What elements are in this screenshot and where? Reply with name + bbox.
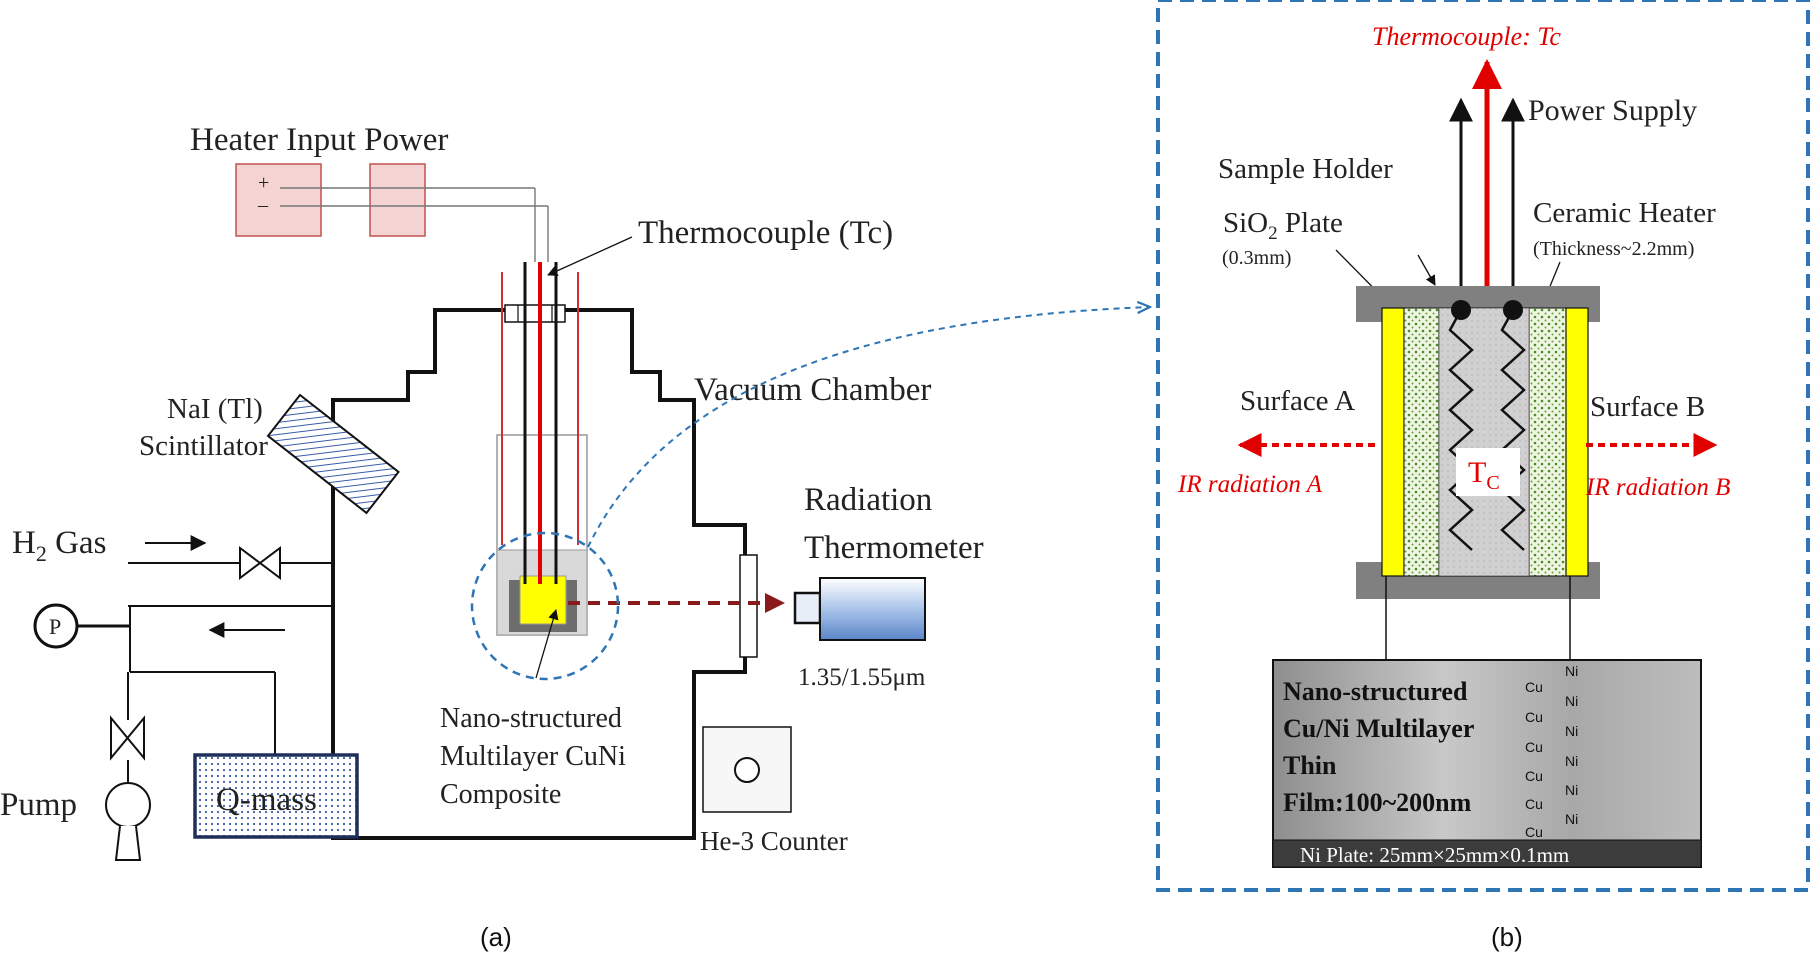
sample-holder-callout (1417, 254, 1436, 286)
ni-label-6: Ni (1565, 811, 1578, 827)
h2-gas-label: H2 Gas (12, 525, 106, 566)
ni-label-4: Ni (1565, 753, 1578, 769)
h2-main: H (12, 525, 36, 561)
holder-bottom-lip-left (1356, 562, 1382, 576)
radiation-thermometer-icon (819, 577, 926, 641)
sio2-sub: 2 (1268, 223, 1278, 244)
heater-power-supply: + – (235, 163, 549, 262)
cu-label-3: Cu (1525, 739, 1543, 755)
ceramic-thickness-label: (Thickness~2.2mm) (1533, 238, 1694, 260)
ceramic-heater-label: Ceramic Heater (1533, 197, 1716, 229)
sample-holder-label: Sample Holder (1218, 153, 1393, 185)
ni-label-3: Ni (1565, 723, 1578, 739)
multilayer-film-image (1272, 659, 1702, 868)
ni-plate-label: Ni Plate: 25mm×25mm×0.1mm (1300, 843, 1569, 867)
tc-main: T (1468, 456, 1486, 489)
pump-icon (105, 782, 151, 828)
h2-sub: 2 (36, 541, 47, 566)
viewport-window (739, 554, 758, 658)
sio2-plate-left (1403, 307, 1440, 577)
sample-label-line1: Nano-structured (440, 703, 622, 734)
surface-b-film (1565, 307, 1589, 577)
film-label-line3: Thin (1283, 751, 1337, 780)
radiation-label-line2: Thermometer (804, 530, 984, 566)
heater-box-left (235, 163, 322, 237)
sio2-rest: Plate (1278, 207, 1343, 239)
thermometer-lens (793, 591, 822, 625)
vacuum-chamber-label: Vacuum Chamber (694, 372, 931, 408)
radiation-label-line1: Radiation (804, 482, 932, 518)
vacuum-chamber (331, 308, 747, 840)
wire-junction-right (1503, 300, 1523, 320)
ni-label-5: Ni (1565, 782, 1578, 798)
pump-label: Pump (0, 787, 77, 823)
surface-b-label: Surface B (1590, 391, 1705, 423)
thermocouple-callout-arrow (547, 236, 633, 276)
heater-coil-left (1448, 309, 1474, 551)
he3-counter-icon (734, 757, 760, 783)
sio2-label: SiO2 Plate (1223, 207, 1343, 244)
wire-junction-left (1451, 300, 1471, 320)
ni-label-2: Ni (1565, 693, 1578, 709)
q-mass-label: Q-mass (216, 782, 317, 818)
heater-box-right (369, 163, 426, 237)
heater-coil-right (1500, 309, 1526, 551)
sio2-main: SiO (1223, 207, 1268, 239)
nai-scintillator (266, 393, 400, 515)
pump-valve-icon (110, 715, 145, 761)
wavelength-label: 1.35/1.55μm (798, 664, 926, 691)
layer-labels: Cu Cu Cu Cu Cu Cu Ni Ni Ni Ni Ni Ni (1525, 663, 1578, 840)
tc-label: TC (1468, 456, 1500, 494)
holder-top-plate (1356, 286, 1600, 308)
h2-rest: Gas (47, 525, 107, 561)
cu-label-4: Cu (1525, 768, 1543, 784)
cu-label-2: Cu (1525, 709, 1543, 725)
sample-label-line3: Composite (440, 779, 561, 810)
panel-a-caption: (a) (480, 922, 512, 952)
sio2-thickness-label: (0.3mm) (1222, 247, 1291, 269)
minus-label: – (257, 194, 269, 216)
heater-input-power-label: Heater Input Power (190, 122, 448, 158)
q-mass-box (193, 753, 359, 839)
panel-b-caption: (b) (1491, 922, 1523, 952)
cu-label-1: Cu (1525, 679, 1543, 695)
cu-label-6: Cu (1525, 824, 1543, 840)
nai-label-line1: NaI (Tl) (167, 393, 263, 425)
h2-valve-icon (239, 546, 281, 580)
pressure-gauge-label: P (49, 614, 61, 639)
nai-label-line2: Scintillator (139, 430, 268, 462)
surface-a-label: Surface A (1240, 385, 1355, 417)
ni-plate-band (1272, 839, 1702, 868)
panel-b: Thermocouple: Tc Power Supply Sample Hol… (1156, 0, 1810, 952)
tc-sub: C (1486, 472, 1499, 494)
feedthrough-flange (504, 304, 566, 323)
film-label-line2: Cu/Ni Multilayer (1283, 714, 1474, 743)
thermocouple-tc-label: Thermocouple: Tc (1372, 22, 1561, 51)
ir-radiation-a-label: IR radiation A (1177, 471, 1323, 498)
pump-base (114, 825, 142, 861)
holder-bottom-plate (1356, 575, 1600, 599)
film-label-line1: Nano-structured (1283, 677, 1468, 706)
holder-top-lip-left (1356, 308, 1382, 322)
panel-a: + – Heater Input Power Thermocouple (Tc)… (0, 122, 1150, 952)
sample-magnifier-circle (470, 531, 620, 681)
ni-label-1: Ni (1565, 663, 1578, 679)
ceramic-texture (1439, 308, 1529, 576)
ir-radiation-b-label: IR radiation B (1585, 474, 1730, 501)
surface-a-film (1381, 307, 1405, 577)
sio2-plate-right (1528, 307, 1567, 577)
he3-counter-label: He-3 Counter (700, 826, 848, 856)
film-label-line4: Film:100~200nm (1283, 788, 1472, 817)
tc-label-box (1456, 448, 1520, 496)
zoom-connector-curve (587, 307, 1150, 548)
sample-callout-arrow (535, 609, 559, 679)
sample-yellow (519, 575, 567, 625)
power-supply-label: Power Supply (1528, 94, 1697, 127)
cu-label-5: Cu (1525, 796, 1543, 812)
thermocouple-label: Thermocouple (Tc) (638, 215, 893, 251)
plus-label: + (258, 172, 269, 194)
sample-label-line2: Multilayer CuNi (440, 741, 626, 772)
